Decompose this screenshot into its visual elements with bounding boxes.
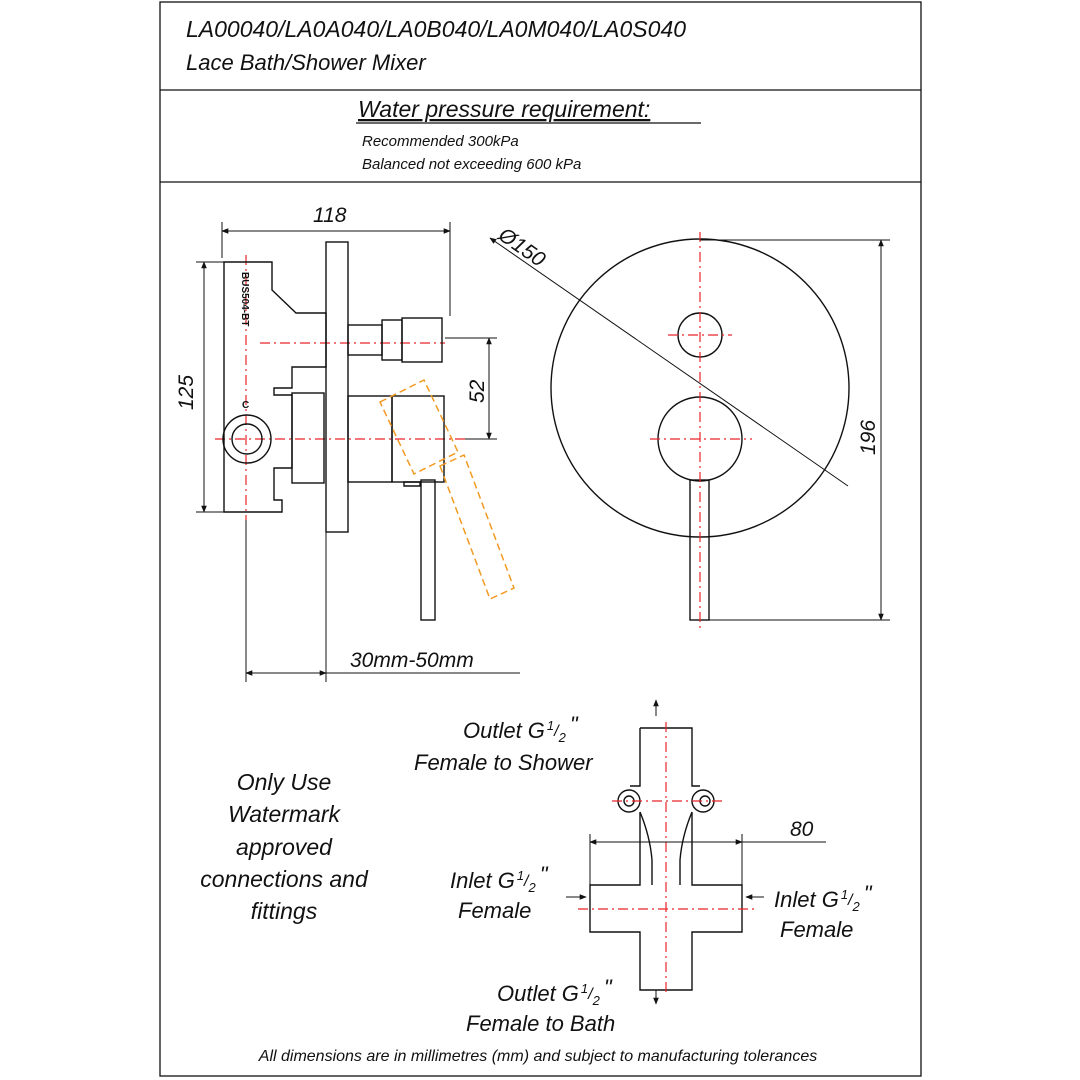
connections-centerlines [578,722,754,994]
valve-body-outline [222,241,445,621]
svg-text:Only Use: Only Use [237,769,332,795]
dim-inlet-spacing [589,834,826,885]
dim-wall-depth [245,520,520,682]
handle-alternate-position [379,378,515,601]
dim-diameter-label: Ø150 [493,223,549,272]
pressure-heading: Water pressure requirement: [358,96,650,122]
svg-text:approved: approved [236,834,333,860]
flow-arrows [566,699,764,1005]
svg-text:Female: Female [458,898,531,923]
model-codes: LA00040/LA0A040/LA0B040/LA0M040/LA0S040 [186,16,686,42]
pressure-recommended: Recommended 300kPa [362,133,519,150]
footer-note: All dimensions are in millimetres (mm) a… [258,1048,817,1065]
dim-offset-52 [445,337,497,440]
svg-text:Female to Bath: Female to Bath [466,1011,615,1036]
front-view: Ø150 196 [489,223,890,630]
body-marking: BUS504-BT [239,272,250,326]
side-view: BUS504-BT C 118 125 52 [175,204,520,682]
dim-width-118 [221,222,451,316]
dim-height-196 [700,239,890,621]
svg-text:fittings: fittings [251,898,318,924]
pressure-balanced: Balanced not exceeding 600 kPa [362,156,581,173]
svg-text:Inlet G1/2": Inlet G1/2" [450,862,549,895]
dim-width-label: 118 [313,204,347,227]
side-view-centerlines [215,255,465,520]
svg-text:Inlet G1/2": Inlet G1/2" [774,881,873,914]
cold-marker: C [242,400,249,411]
svg-text:Female to Shower: Female to Shower [414,750,594,775]
product-name: Lace Bath/Shower Mixer [186,50,427,75]
watermark-note: Only Use Watermark approved connections … [200,769,369,924]
dim-height-125 [196,261,224,513]
dim-diameter-leader [489,237,849,487]
svg-text:Watermark: Watermark [228,801,342,827]
front-view-centerlines [650,232,752,630]
dim-offset-label: 52 [466,379,489,403]
svg-text:Outlet G1/2": Outlet G1/2" [463,712,579,745]
dim-height-196-label: 196 [857,420,880,455]
svg-text:Female: Female [780,917,853,942]
svg-text:connections and: connections and [200,866,369,892]
dim-inlet-spacing-label: 80 [790,818,814,841]
dim-wall-depth-label: 30mm-50mm [350,649,474,672]
dim-height-label: 125 [175,375,198,410]
sheet-frame [159,1,922,1077]
svg-text:Outlet G1/2": Outlet G1/2" [497,975,613,1008]
